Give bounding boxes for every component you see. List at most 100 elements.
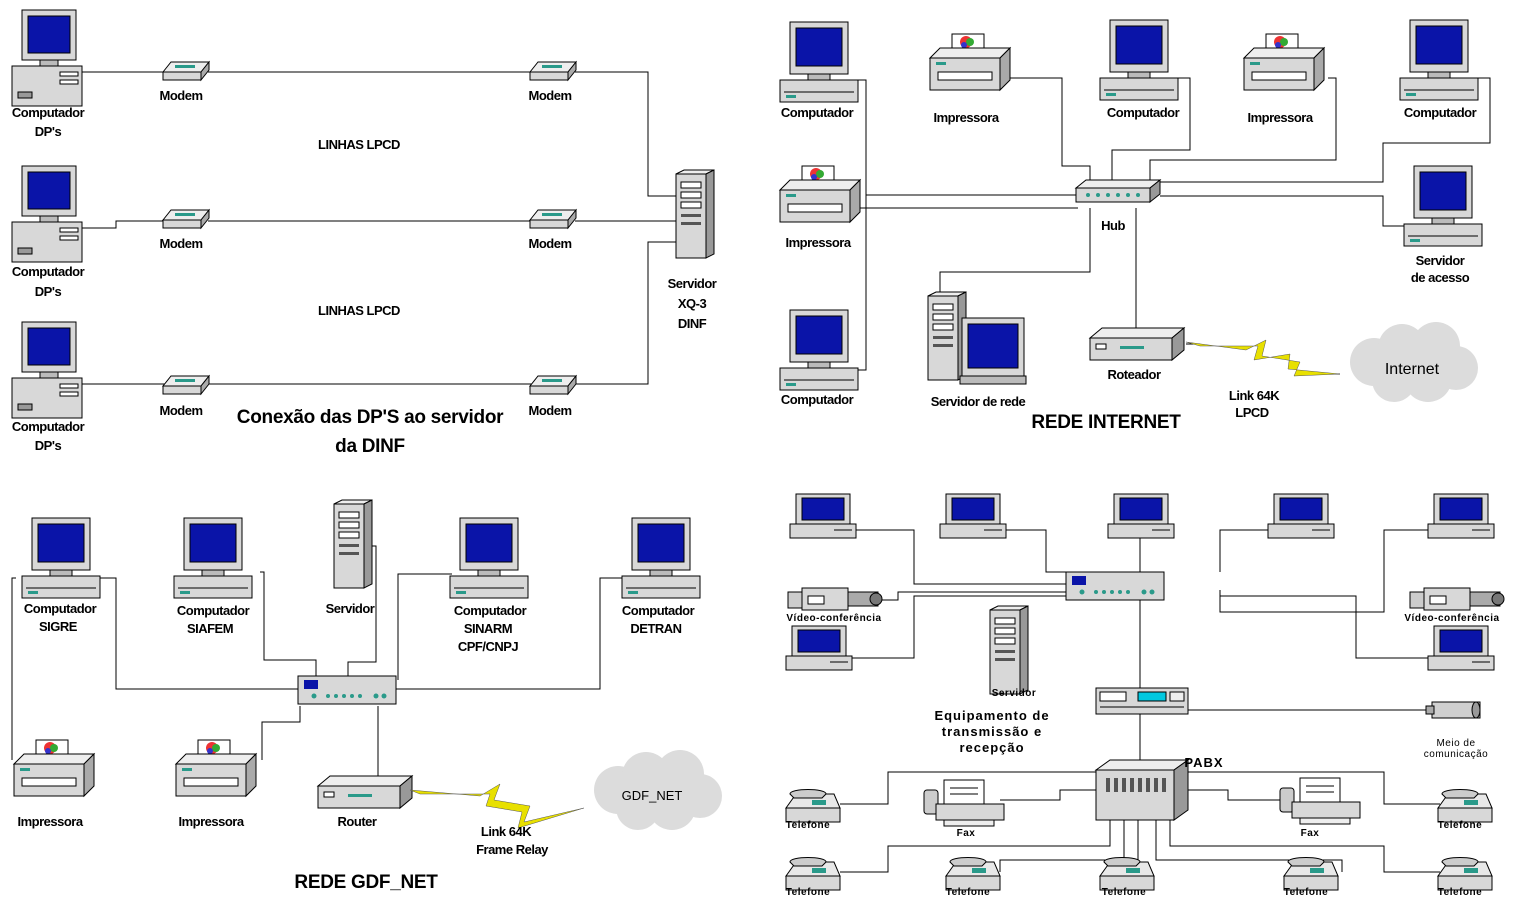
xq3-label-b: XQ-3: [678, 296, 707, 311]
gdf-net-section: Computador SIGRE Computador SIAFEM Servi…: [11, 499, 722, 893]
printer-label: Impressora: [933, 110, 999, 125]
modem-2a: [162, 209, 210, 229]
sinarm-label-a: Computador: [454, 603, 527, 618]
modem-3a: [162, 375, 210, 395]
video-label-left: Vídeo-conferência: [786, 613, 881, 624]
network-server-tower: [927, 291, 967, 381]
modem-label: Modem: [529, 88, 572, 103]
modem-2b: [529, 209, 577, 229]
gdf-link-label-a: Link 64K: [481, 824, 532, 839]
phone-label: Telefone: [1438, 820, 1482, 831]
network-server-label: Servidor de rede: [931, 394, 1026, 409]
bl-title: REDE GDF_NET: [294, 872, 438, 893]
video-computer-left: [785, 625, 853, 671]
pabx-unit: [1095, 759, 1189, 821]
modem-3b: [529, 375, 577, 395]
printer-label: Impressora: [785, 235, 851, 250]
tele-switch: [1065, 571, 1165, 601]
phone-6: [1283, 857, 1339, 891]
network-server-monitor: [959, 317, 1027, 385]
computer-label: Computador: [781, 392, 854, 407]
dp-connection-section: Computador DP's Computador DP's Computad…: [11, 9, 717, 457]
internet-router: [1089, 327, 1185, 361]
phone-3: [785, 857, 841, 891]
access-server: [1403, 165, 1483, 247]
xq3-label-c: DINF: [678, 316, 707, 331]
siafem-label-b: SIAFEM: [187, 621, 233, 636]
computer-label: Computador: [781, 105, 854, 120]
gdf-router: [317, 775, 413, 809]
gdf-switch: [297, 675, 397, 705]
tele-computer-5: [1427, 493, 1495, 539]
br-links: [840, 529, 1440, 873]
sigre-label-b: SIGRE: [39, 619, 78, 634]
gdf-server-label: Servidor: [326, 601, 375, 616]
modem-label: Modem: [160, 88, 203, 103]
dp-label-1a: Computador: [12, 105, 85, 120]
modem-label: Modem: [529, 403, 572, 418]
dp-computer-3: [11, 321, 83, 419]
tl-title-line2: da DINF: [335, 436, 405, 457]
printer-label: Impressora: [178, 814, 244, 829]
dp-computer-1: [11, 9, 83, 107]
fax-right: [1279, 777, 1361, 825]
modem-1b: [529, 61, 577, 81]
router-label: Roteador: [1107, 367, 1161, 382]
internet-computer-2: [1099, 19, 1179, 101]
tele-computer-3: [1107, 493, 1175, 539]
phone-1: [785, 789, 841, 823]
gdf-printer-1: [13, 739, 95, 797]
xq3-label-a: Servidor: [668, 276, 717, 291]
medium-label-a: Meio de: [1436, 738, 1475, 749]
tr-title: REDE INTERNET: [1031, 412, 1181, 433]
medium-label-b: comunicação: [1424, 749, 1488, 760]
modem-label: Modem: [160, 236, 203, 251]
internet-network-section: Computador Impressora Computador Impress…: [779, 19, 1491, 433]
video-camera-right: [1409, 587, 1505, 611]
equipment-label-b: transmissão e: [942, 724, 1042, 739]
modem-label: Modem: [529, 236, 572, 251]
internet-computer-3: [1399, 19, 1479, 101]
printer-label: Impressora: [1247, 110, 1313, 125]
detran-label-b: DETRAN: [630, 621, 681, 636]
tele-computer-1: [789, 493, 857, 539]
sigre-computer: [21, 517, 101, 599]
phone-label: Telefone: [1438, 887, 1482, 898]
dp-label-3a: Computador: [12, 419, 85, 434]
siafem-label-a: Computador: [177, 603, 250, 618]
internet-printer-2: [1243, 33, 1325, 91]
link-label-b: LPCD: [1235, 405, 1269, 420]
fax-label: Fax: [1301, 828, 1320, 839]
line-label-2: LINHAS LPCD: [318, 303, 400, 318]
phone-4: [945, 857, 1001, 891]
sinarm-label-c: CPF/CNPJ: [458, 639, 519, 654]
phone-label: Telefone: [1284, 887, 1328, 898]
access-server-label-b: de acesso: [1411, 270, 1470, 285]
dp-computer-2: [11, 165, 83, 263]
dp-label-2b: DP's: [35, 284, 62, 299]
internet-hub: [1075, 179, 1161, 203]
internet-printer-3: [779, 165, 861, 223]
video-camera-left: [787, 587, 883, 611]
sinarm-label-b: SINARM: [464, 621, 512, 636]
pabx-label: PABX: [1184, 755, 1223, 770]
internet-computer-4: [779, 309, 859, 391]
detran-label-a: Computador: [622, 603, 695, 618]
access-server-label-a: Servidor: [1416, 253, 1465, 268]
tele-computer-4: [1267, 493, 1335, 539]
phone-label: Telefone: [946, 887, 990, 898]
link-label-a: Link 64K: [1229, 388, 1280, 403]
hub-label: Hub: [1101, 218, 1125, 233]
phone-label: Telefone: [1102, 887, 1146, 898]
gdf-server: [333, 499, 373, 589]
fax-left: [923, 779, 1005, 827]
internet-printer-1: [929, 33, 1011, 91]
phone-5: [1099, 857, 1155, 891]
fax-label: Fax: [957, 828, 976, 839]
computer-label: Computador: [1404, 105, 1477, 120]
tele-server: [989, 605, 1029, 695]
lightning-icon: [409, 783, 585, 829]
lightning-icon: [1185, 339, 1341, 377]
phone-label: Telefone: [786, 820, 830, 831]
